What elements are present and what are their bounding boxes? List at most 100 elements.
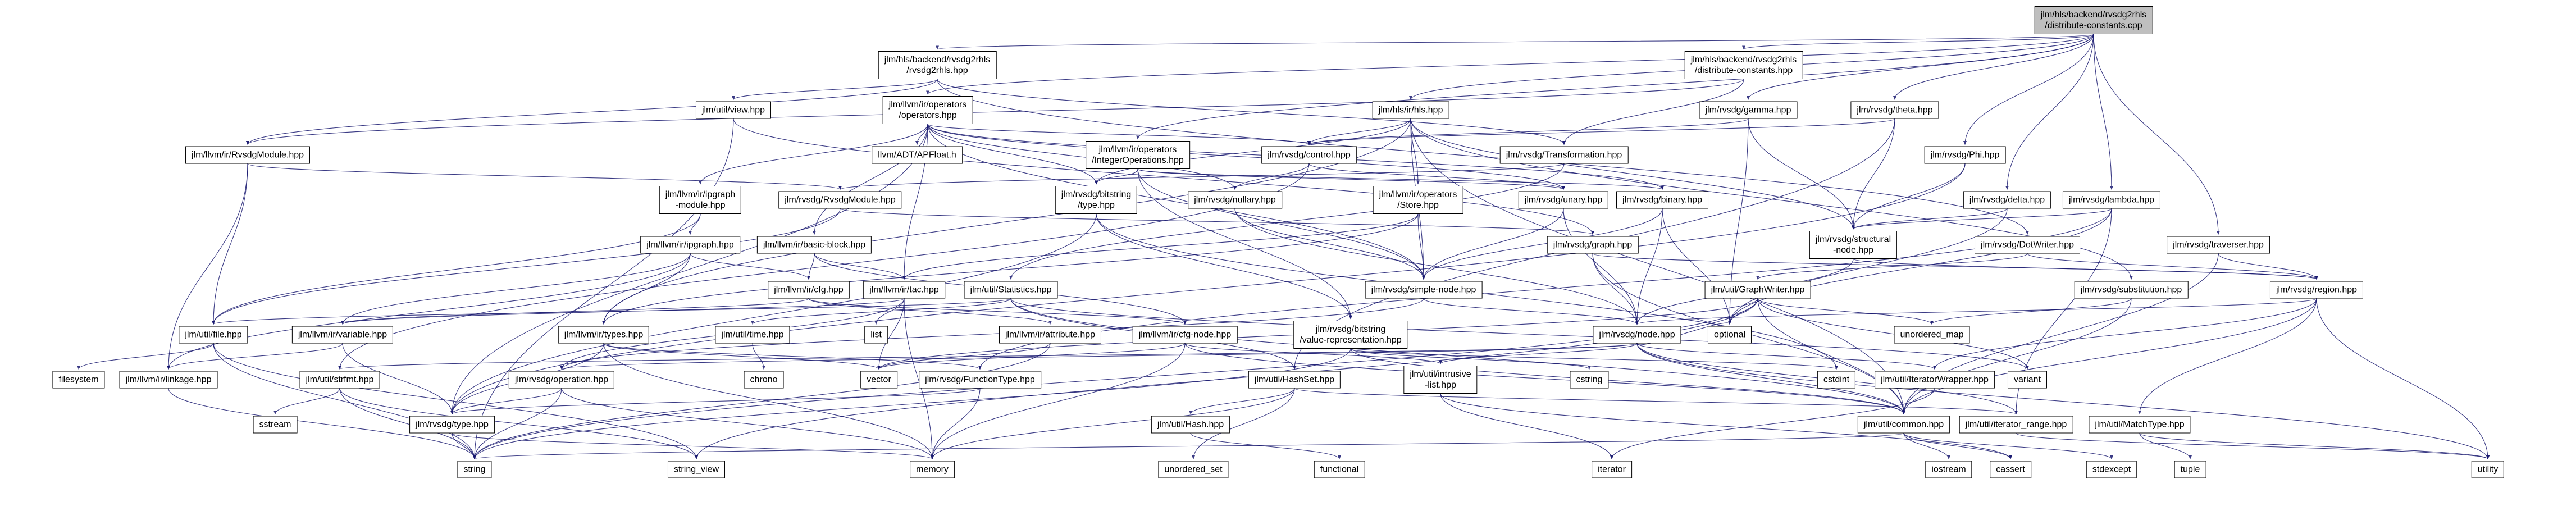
graph-node-cpp[interactable]: jlm/hls/backend/rvsdg2rhls /distribute-c… xyxy=(2034,6,2153,34)
graph-node-delta[interactable]: jlm/rvsdg/delta.hpp xyxy=(1963,191,2051,209)
graph-node-ops[interactable]: jlm/llvm/ir/operators /operators.hpp xyxy=(882,96,973,124)
graph-node-stats[interactable]: jlm/util/Statistics.hpp xyxy=(964,281,1058,299)
graph-node-vrep[interactable]: jlm/rvsdg/bitstring /value-representatio… xyxy=(1293,321,1408,349)
graph-node-gamma[interactable]: jlm/rvsdg/gamma.hpp xyxy=(1699,101,1798,119)
graph-node-itrange[interactable]: jlm/util/iterator_range.hpp xyxy=(1959,416,2073,434)
include-edge-intops--bittype xyxy=(1095,168,1138,185)
graph-node-view[interactable]: jlm/util/view.hpp xyxy=(695,101,772,119)
include-edge-common--iostream xyxy=(1903,433,1950,459)
include-edge-rtype--string xyxy=(452,433,476,459)
graph-node-strfmt[interactable]: jlm/util/strfmt.hpp xyxy=(299,371,380,389)
graph-node-intops[interactable]: jlm/llvm/ir/operators /IntegerOperations… xyxy=(1086,141,1190,169)
graph-node-tuple[interactable]: tuple xyxy=(2174,461,2206,478)
graph-node-cfg[interactable]: jlm/llvm/ir/cfg.hpp xyxy=(768,281,850,299)
graph-node-umap[interactable]: unordered_map xyxy=(1894,326,1970,344)
graph-node-control[interactable]: jlm/rvsdg/control.hpp xyxy=(1261,146,1357,164)
graph-node-vector[interactable]: vector xyxy=(860,371,897,389)
graph-node-apf[interactable]: llvm/ADT/APFloat.h xyxy=(872,146,963,164)
graph-node-chrono[interactable]: chrono xyxy=(744,371,784,389)
graph-node-dot[interactable]: jlm/rvsdg/DotWriter.hpp xyxy=(1975,236,2080,254)
graph-node-nullary[interactable]: jlm/rvsdg/nullary.hpp xyxy=(1188,191,1282,209)
graph-node-ilist[interactable]: jlm/util/intrusive -list.hpp xyxy=(1403,366,1478,394)
graph-node-transf[interactable]: jlm/rvsdg/Transformation.hpp xyxy=(1499,146,1629,164)
include-edge-file--sview xyxy=(213,343,698,459)
graph-node-variant[interactable]: variant xyxy=(2007,371,2048,389)
include-edge-node--utility xyxy=(1636,343,2490,459)
graph-node-ipg[interactable]: jlm/llvm/ir/ipgraph.hpp xyxy=(640,236,740,254)
include-edge-cfgnode--vector xyxy=(877,343,1186,370)
graph-node-node[interactable]: jlm/rvsdg/node.hpp xyxy=(1593,326,1681,344)
graph-node-sstream[interactable]: sstream xyxy=(253,416,298,434)
graph-node-stdexcept[interactable]: stdexcept xyxy=(2086,461,2137,478)
graph-node-lambda[interactable]: jlm/rvsdg/lambda.hpp xyxy=(2062,191,2161,209)
include-edge-linkage--string xyxy=(168,388,476,459)
graph-node-cfgnode[interactable]: jlm/llvm/ir/cfg-node.hpp xyxy=(1132,326,1238,344)
graph-node-subst[interactable]: jlm/rvsdg/substitution.hpp xyxy=(2074,281,2189,299)
include-edge-cpp--phi xyxy=(1963,34,2094,145)
graph-node-oper[interactable]: jlm/rvsdg/operation.hpp xyxy=(508,371,615,389)
graph-node-itw[interactable]: jlm/util/IteratorWrapper.hpp xyxy=(1875,371,1995,389)
graph-node-r2r[interactable]: jlm/hls/backend/rvsdg2rhls /rvsdg2rhls.h… xyxy=(878,51,997,79)
graph-node-attr[interactable]: jlm/llvm/ir/attribute.hpp xyxy=(999,326,1102,344)
graph-node-theta[interactable]: jlm/rvsdg/theta.hpp xyxy=(1850,101,1939,119)
graph-node-time[interactable]: jlm/util/time.hpp xyxy=(715,326,790,344)
include-edge-intops--binary xyxy=(1137,168,1664,190)
graph-node-sview[interactable]: string_view xyxy=(667,461,726,478)
graph-node-file[interactable]: jlm/util/file.hpp xyxy=(179,326,248,344)
include-edge-itrange--utility xyxy=(2016,433,2490,459)
graph-node-match[interactable]: jlm/util/MatchType.hpp xyxy=(2089,416,2191,434)
graph-node-unary[interactable]: jlm/rvsdg/unary.hpp xyxy=(1518,191,1609,209)
graph-node-snode[interactable]: jlm/rvsdg/structural -node.hpp xyxy=(1809,231,1898,259)
include-edge-stats--common xyxy=(1010,298,1905,414)
include-edge-intops--vrep xyxy=(1137,168,1352,320)
graph-node-phi[interactable]: jlm/rvsdg/Phi.hpp xyxy=(1924,146,2006,164)
graph-node-iostream[interactable]: iostream xyxy=(1925,461,1972,478)
graph-node-lrm[interactable]: jlm/llvm/ir/RvsdgModule.hpp xyxy=(185,146,311,164)
graph-node-rrm[interactable]: jlm/rvsdg/RvsdgModule.hpp xyxy=(778,191,902,209)
include-edge-node--itw xyxy=(1636,343,1936,370)
include-edge-var--linkage xyxy=(167,343,343,370)
include-edge-time--chrono xyxy=(752,343,765,370)
include-edge-vrep--string xyxy=(473,348,1351,459)
graph-node-fs[interactable]: filesystem xyxy=(52,371,105,389)
graph-node-store[interactable]: jlm/llvm/ir/operators /Store.hpp xyxy=(1373,186,1463,214)
graph-node-cstdint[interactable]: cstdint xyxy=(1817,371,1856,389)
graph-node-dch[interactable]: jlm/hls/backend/rvsdg2rhls /distribute-c… xyxy=(1684,51,1803,79)
graph-node-types[interactable]: jlm/llvm/ir/types.hpp xyxy=(558,326,650,344)
graph-node-hls[interactable]: jlm/hls/ir/hls.hpp xyxy=(1372,101,1449,119)
include-edge-region--itw xyxy=(1933,298,2317,370)
graph-node-uset[interactable]: unordered_set xyxy=(1158,461,1229,478)
graph-node-simple[interactable]: jlm/rvsdg/simple-node.hpp xyxy=(1365,281,1483,299)
graph-node-cstring[interactable]: cstring xyxy=(1570,371,1609,389)
graph-node-functional[interactable]: functional xyxy=(1314,461,1365,478)
include-edge-strfmt--sstream xyxy=(273,388,340,414)
include-edge-dot--region xyxy=(2027,253,2318,280)
graph-node-optional[interactable]: optional xyxy=(1707,326,1752,344)
graph-node-string[interactable]: string xyxy=(457,461,492,478)
graph-node-utility[interactable]: utility xyxy=(2471,461,2505,478)
graph-node-list[interactable]: list xyxy=(864,326,888,344)
include-edge-oper--memory xyxy=(561,388,934,459)
graph-node-binary[interactable]: jlm/rvsdg/binary.hpp xyxy=(1616,191,1708,209)
graph-node-bb[interactable]: jlm/llvm/ir/basic-block.hpp xyxy=(756,236,872,254)
graph-node-region[interactable]: jlm/rvsdg/region.hpp xyxy=(2269,281,2364,299)
graph-node-gw[interactable]: jlm/util/GraphWriter.hpp xyxy=(1704,281,1811,299)
graph-node-trav[interactable]: jlm/rvsdg/traverser.hpp xyxy=(2167,236,2270,254)
graph-node-ftype[interactable]: jlm/rvsdg/FunctionType.hpp xyxy=(919,371,1041,389)
include-edge-region--match xyxy=(2138,298,2317,414)
include-edge-lambda--snode xyxy=(1852,208,2112,230)
graph-node-rtype[interactable]: jlm/rvsdg/type.hpp xyxy=(409,416,495,434)
include-edge-strfmt--string xyxy=(339,388,476,459)
graph-node-iterator[interactable]: iterator xyxy=(1592,461,1632,478)
graph-node-hash[interactable]: jlm/util/Hash.hpp xyxy=(1151,416,1230,434)
graph-node-cassert[interactable]: cassert xyxy=(1990,461,2031,478)
graph-node-bittype[interactable]: jlm/rvsdg/bitstring /type.hpp xyxy=(1055,186,1138,214)
graph-node-common[interactable]: jlm/util/common.hpp xyxy=(1857,416,1950,434)
graph-node-linkage[interactable]: jlm/llvm/ir/linkage.hpp xyxy=(119,371,218,389)
graph-node-ipgm[interactable]: jlm/llvm/ir/ipgraph -module.hpp xyxy=(659,186,742,214)
graph-node-hashset[interactable]: jlm/util/HashSet.hpp xyxy=(1248,371,1341,389)
graph-node-memory[interactable]: memory xyxy=(910,461,955,478)
graph-node-tac[interactable]: jlm/llvm/ir/tac.hpp xyxy=(863,281,945,299)
graph-node-var[interactable]: jlm/llvm/ir/variable.hpp xyxy=(291,326,394,344)
graph-node-graph[interactable]: jlm/rvsdg/graph.hpp xyxy=(1547,236,1639,254)
